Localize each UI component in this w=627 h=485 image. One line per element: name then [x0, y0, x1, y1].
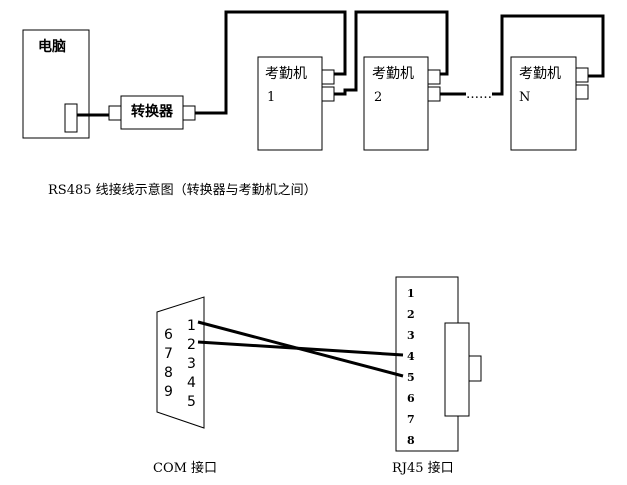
computer-label: 电脑 — [38, 38, 66, 55]
attendance-machine-1: 考勤机 1 — [257, 56, 335, 151]
com-pin-1: 1 — [187, 318, 196, 334]
machine-n-label: 考勤机 — [519, 66, 561, 82]
rj45-pin-5: 5 — [407, 371, 415, 384]
computer-box: 电脑 — [22, 29, 90, 139]
com-connector: 6 7 8 9 1 2 3 4 5 — [156, 296, 205, 429]
rj45-caption: RJ45 接口 — [392, 460, 454, 476]
rj45-pin-6: 6 — [407, 392, 415, 405]
machine-2-label: 考勤机 — [372, 66, 414, 82]
rj45-connector: 1 2 3 4 5 6 7 8 — [395, 276, 482, 452]
attendance-machine-n: 考勤机 N — [510, 56, 589, 151]
attendance-machine-2: 考勤机 2 — [363, 56, 441, 151]
rs485-caption: RS485 线接线示意图（转换器与考勤机之间） — [48, 182, 317, 198]
machine-1-number: 1 — [267, 90, 275, 105]
rj45-pin-7: 7 — [407, 413, 415, 426]
rj45-tab — [468, 355, 482, 382]
rj45-pin-8: 8 — [407, 434, 415, 447]
com-pin-4: 4 — [187, 375, 196, 391]
converter-label: 转换器 — [131, 103, 174, 120]
bus-cable-2 — [334, 10, 449, 96]
machine-n-port-b — [575, 84, 589, 100]
bus-cable-n — [492, 14, 605, 96]
com-pins-right: 1 2 3 4 5 — [187, 318, 196, 410]
wire-com2-to-rj45-4 — [197, 340, 404, 357]
com-pin-2: 2 — [187, 337, 196, 353]
rj45-pin-3: 3 — [407, 329, 415, 342]
com-pin-6: 6 — [164, 327, 173, 343]
computer-port — [64, 103, 78, 133]
converter-box: 转换器 — [108, 95, 196, 130]
rj45-pins: 1 2 3 4 5 6 7 8 — [407, 287, 415, 447]
com-pin-8: 8 — [164, 365, 173, 381]
rj45-pin-2: 2 — [407, 308, 415, 321]
com-caption: COM 接口 — [153, 460, 217, 476]
com-pin-5: 5 — [187, 394, 196, 410]
com-pins-left: 6 7 8 9 — [164, 327, 173, 400]
machine-n-port-a — [575, 67, 589, 83]
ellipsis-text: …… — [466, 87, 492, 102]
com-pin-9: 9 — [164, 384, 173, 400]
bus-cable-1 — [195, 10, 347, 115]
com-pin-3: 3 — [187, 356, 196, 372]
rj45-jack — [444, 322, 470, 417]
machine-1-port-a — [321, 69, 335, 85]
machine-2-port-a — [427, 69, 441, 85]
machine-n-number: N — [519, 90, 530, 105]
machine-1-port-b — [321, 86, 335, 102]
rj45-pin-1: 1 — [407, 287, 415, 300]
rj45-pin-4: 4 — [407, 350, 415, 363]
converter-port-right — [182, 105, 196, 121]
converter-port-left — [108, 105, 122, 121]
machine-2-number: 2 — [374, 90, 382, 105]
machine-1-label: 考勤机 — [265, 66, 307, 82]
com-pin-7: 7 — [164, 346, 173, 362]
machine-2-port-b — [427, 86, 441, 102]
